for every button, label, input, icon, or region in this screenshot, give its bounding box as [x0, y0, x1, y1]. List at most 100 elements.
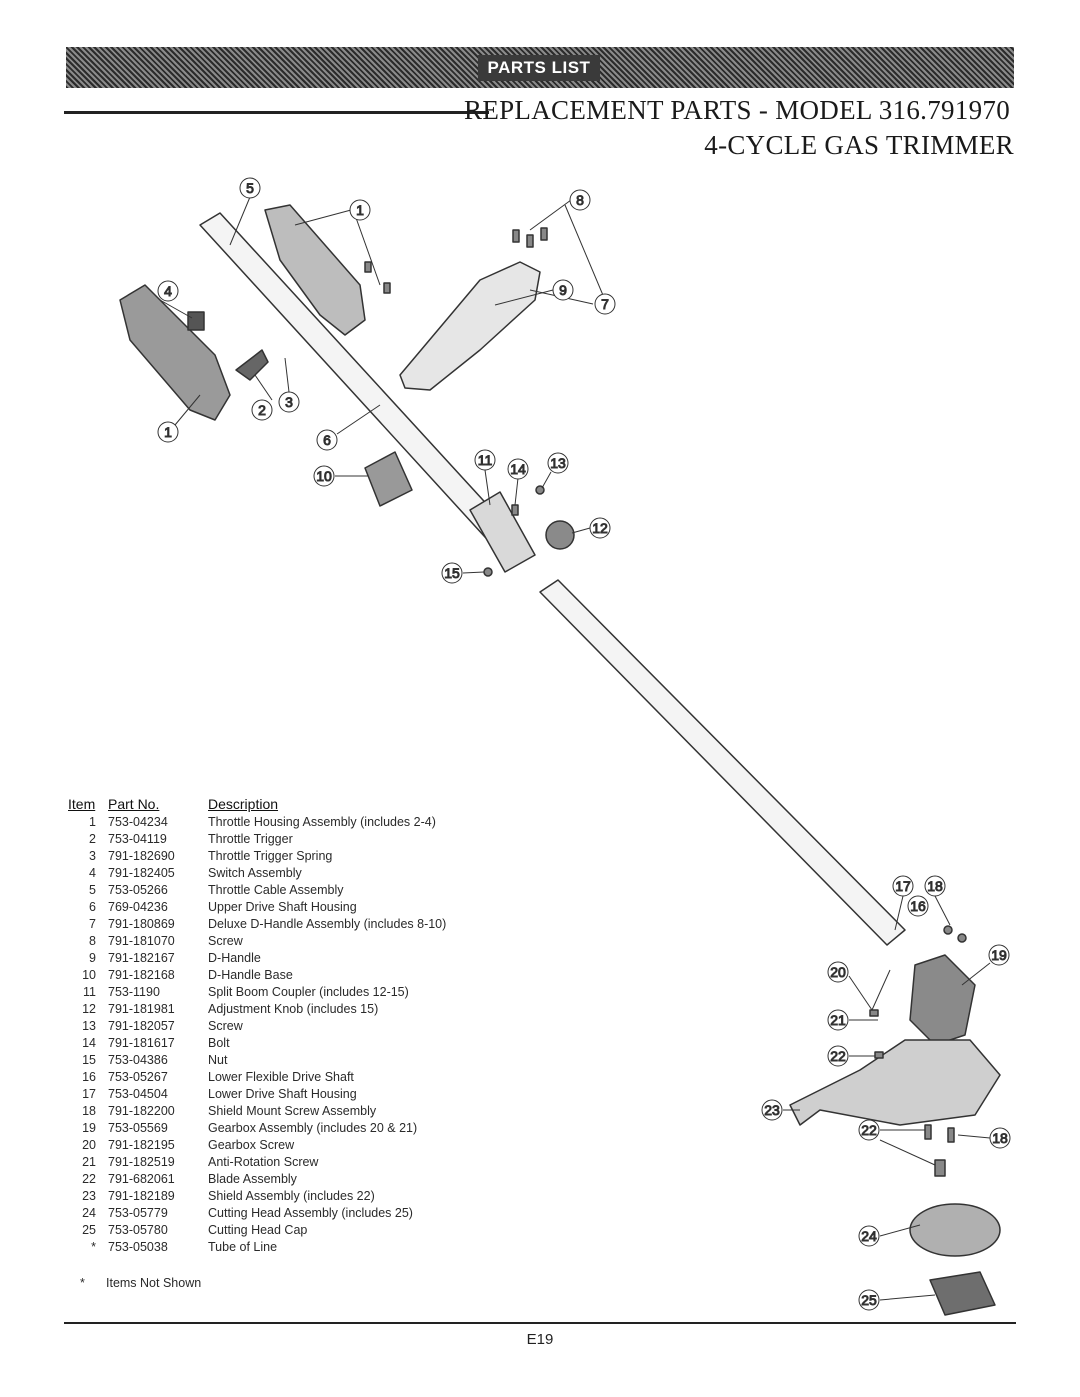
svg-text:24: 24 — [861, 1228, 877, 1244]
callout-18b: 18 — [989, 1127, 1011, 1149]
cutting-head-part — [909, 1203, 1001, 1257]
table-row: 11 753-1190 Split Boom Coupler (includes 1… — [68, 984, 548, 1001]
callout-bubbles: 5 1 8 4 9 7 3 2 1 6 11 14 13 10 12 15 17… — [157, 177, 1011, 1311]
part-description: Throttle Cable Assembly — [208, 883, 344, 897]
svg-text:9: 9 — [559, 282, 567, 298]
svg-text:2: 2 — [258, 402, 266, 418]
callout-3: 3 — [278, 391, 300, 413]
item-number: 22 — [82, 1172, 96, 1186]
item-number: 11 — [83, 985, 96, 999]
part-description: Shield Assembly (includes 22) — [208, 1189, 375, 1203]
part-description: Upper Drive Shaft Housing — [208, 900, 357, 914]
split-boom-coupler — [469, 491, 536, 573]
item-number: 5 — [89, 883, 96, 897]
part-description: Adjustment Knob (includes 15) — [208, 1002, 379, 1016]
svg-text:6: 6 — [323, 432, 331, 448]
part-number: 791-182195 — [108, 1138, 175, 1152]
callout-1: 1 — [349, 199, 371, 221]
svg-text:13: 13 — [550, 455, 566, 471]
footnote-symbol: * — [80, 1276, 85, 1290]
item-number: 2 — [89, 832, 96, 846]
item-number: 18 — [82, 1104, 96, 1118]
svg-text:3: 3 — [285, 394, 293, 410]
item-number: 13 — [82, 1019, 96, 1033]
part-description: Split Boom Coupler (includes 12-15) — [208, 985, 409, 999]
callout-8: 8 — [569, 189, 591, 211]
item-number: 20 — [82, 1138, 96, 1152]
svg-text:20: 20 — [830, 964, 846, 980]
item-number: 19 — [82, 1121, 96, 1135]
svg-text:7: 7 — [601, 296, 609, 312]
part-number: 753-04504 — [108, 1087, 168, 1101]
header-description: Description — [208, 796, 279, 812]
part-number: 791-181617 — [108, 1036, 175, 1050]
callout-22: 22 — [827, 1045, 849, 1067]
footnote: *Items Not Shown — [80, 1276, 201, 1290]
callout-9: 9 — [552, 279, 574, 301]
callout-24: 24 — [858, 1225, 880, 1247]
callout-11: 11 — [474, 449, 496, 471]
d-handle-part — [399, 261, 541, 391]
handle-grip-part — [119, 284, 231, 421]
part-number: 753-04386 — [108, 1053, 168, 1067]
part-number: 753-05779 — [108, 1206, 168, 1220]
part-number: 791-182189 — [108, 1189, 175, 1203]
part-description: Screw — [208, 1019, 243, 1033]
item-number: 15 — [82, 1053, 96, 1067]
callout-17: 17 — [892, 875, 914, 897]
svg-text:16: 16 — [910, 898, 926, 914]
part-number: 769-04236 — [108, 900, 168, 914]
part-description: Throttle Trigger Spring — [208, 849, 333, 863]
svg-text:21: 21 — [830, 1012, 846, 1028]
upper-shaft-tube — [199, 212, 516, 549]
svg-text:25: 25 — [861, 1292, 877, 1308]
callout-23: 23 — [761, 1099, 783, 1121]
item-number: 21 — [82, 1155, 96, 1169]
part-description: Lower Drive Shaft Housing — [208, 1087, 357, 1101]
part-number: 791-182519 — [108, 1155, 175, 1169]
adjustment-knob-part — [545, 520, 575, 550]
item-number: 12 — [82, 1002, 96, 1016]
item-number: 8 — [89, 934, 96, 948]
part-number: 753-05267 — [108, 1070, 168, 1084]
item-number: 7 — [89, 917, 96, 931]
part-number: 791-182405 — [108, 866, 175, 880]
svg-text:4: 4 — [164, 283, 172, 299]
part-number: 753-04119 — [108, 832, 167, 846]
svg-text:10: 10 — [316, 468, 332, 484]
callout-14: 14 — [507, 458, 529, 480]
svg-text:18: 18 — [992, 1130, 1008, 1146]
item-number: * — [91, 1240, 96, 1254]
svg-text:19: 19 — [991, 947, 1007, 963]
callout-7: 7 — [594, 293, 616, 315]
callout-15: 15 — [441, 562, 463, 584]
cutting-head-cap-part — [929, 1271, 996, 1316]
part-description: Cutting Head Assembly (includes 25) — [208, 1206, 413, 1220]
parts-table-header: Item Part No. Description — [68, 796, 488, 816]
part-number: 753-1190 — [108, 985, 160, 999]
part-description: Switch Assembly — [208, 866, 302, 880]
part-number: 791-182690 — [108, 849, 175, 863]
part-description: Screw — [208, 934, 243, 948]
gearbox-part — [909, 954, 976, 1046]
part-number: 753-05569 — [108, 1121, 168, 1135]
svg-text:22: 22 — [830, 1048, 846, 1064]
callout-13: 13 — [547, 452, 569, 474]
callout-12: 12 — [589, 517, 611, 539]
